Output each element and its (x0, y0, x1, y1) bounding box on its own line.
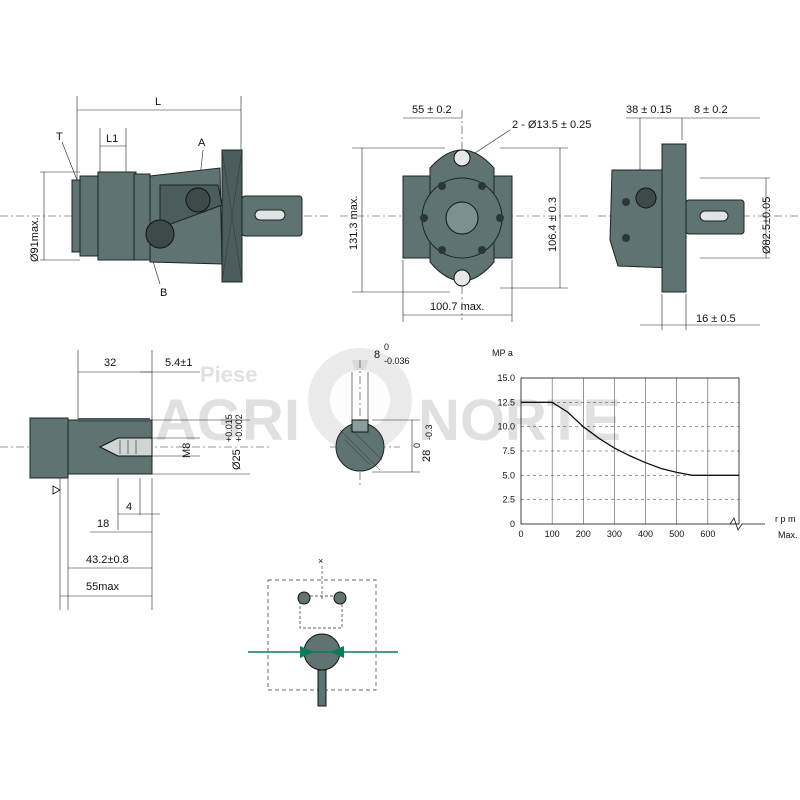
pressure-speed-graph: MP a r p m Max. 15.0 12.5 10.0 7.5 5.0 2.5 0 0… (492, 348, 798, 540)
dim-width: 100.7 max. (430, 301, 484, 313)
port-a-label: A (198, 137, 206, 149)
watermark-left: AGRI (155, 388, 300, 453)
dim-8: 8 ± 0.2 (694, 104, 728, 116)
graph-xtick-label: 100 (545, 529, 560, 539)
graph-xtick-label: 400 (638, 529, 653, 539)
graph-xmax-label: Max. (778, 530, 798, 540)
rear-view: 38 ± 0.15 8 ± 0.2 Ø82.5±0.05 16 ± 0.5 (598, 104, 800, 330)
tol-lower: +0.002 (234, 414, 244, 442)
graph-ytick-label: 0 (510, 519, 515, 529)
watermark: Piese AGRI NORTE (155, 348, 621, 453)
graph-xtick-label: 200 (576, 529, 591, 539)
graph-ytick-label: 2.5 (502, 495, 515, 505)
dim-55max: 55max (86, 581, 120, 593)
dim-4: 4 (126, 501, 132, 513)
dim-key: 8 (374, 349, 380, 361)
dim-38: 38 ± 0.15 (626, 104, 672, 116)
symbol-top-mark: × (318, 556, 323, 566)
port-t-label: T (56, 131, 63, 143)
dim-height: 131.3 max. (348, 196, 360, 250)
dim-28: 28 (421, 450, 433, 462)
graph-ylabel: MP a (492, 348, 513, 358)
dim-l1: L1 (106, 133, 118, 145)
dim-432: 43.2±0.8 (86, 554, 129, 566)
key-lower: -0.036 (384, 356, 410, 366)
dim-holes: 2 - Ø13.5 ± 0.25 (512, 119, 591, 131)
hydraulic-symbol: × (248, 556, 398, 707)
graph-ytick-label: 7.5 (502, 446, 515, 456)
graph-xlabel: r p m (775, 514, 796, 524)
side-view: L L1 T A B Ø91max. (0, 96, 330, 299)
graph-xtick-label: 0 (518, 529, 523, 539)
graph-ytick-label: 5.0 (502, 470, 515, 480)
dim-d25: Ø25 (231, 449, 243, 470)
dim-54: 5.4±1 (165, 357, 192, 369)
graph-ytick-label: 12.5 (497, 397, 515, 407)
dim-m8: M8 (181, 443, 193, 458)
graph-xtick-label: 300 (607, 529, 622, 539)
h-lower: -0.3 (424, 424, 434, 440)
watermark-right: NORTE (418, 388, 621, 453)
key-upper: 0 (384, 342, 389, 352)
pressure-curve (521, 401, 739, 476)
dim-l: L (155, 96, 161, 108)
front-view: 55 ± 0.2 2 - Ø13.5 ± 0.25 131.3 max. 106… (340, 104, 591, 322)
dim-pcd: 106.4 ± 0.3 (547, 197, 559, 252)
port-b-label: B (160, 287, 167, 299)
graph-ytick-label: 10.0 (497, 422, 515, 432)
dim-16: 16 ± 0.5 (696, 313, 736, 325)
dim-d91: Ø91max. (29, 217, 41, 262)
graph-xtick-label: 600 (700, 529, 715, 539)
tol-upper: +0.015 (224, 414, 234, 442)
dim-55: 55 ± 0.2 (412, 104, 452, 116)
dim-18: 18 (97, 518, 109, 530)
dim-32: 32 (104, 357, 116, 369)
graph-ytick-label: 15.0 (497, 373, 515, 383)
h-upper: 0 (412, 443, 422, 448)
graph-xtick-label: 500 (669, 529, 684, 539)
bolt-heads (71, 179, 81, 253)
dim-d825: Ø82.5±0.05 (761, 197, 773, 254)
shaft-view: 32 5.4±1 M8 Ø25 +0.015 +0.002 4 18 43.2±… (0, 350, 270, 610)
key-view: 8 0 -0.036 28 0 -0.3 (330, 342, 434, 485)
watermark-small: Piese (200, 362, 258, 387)
